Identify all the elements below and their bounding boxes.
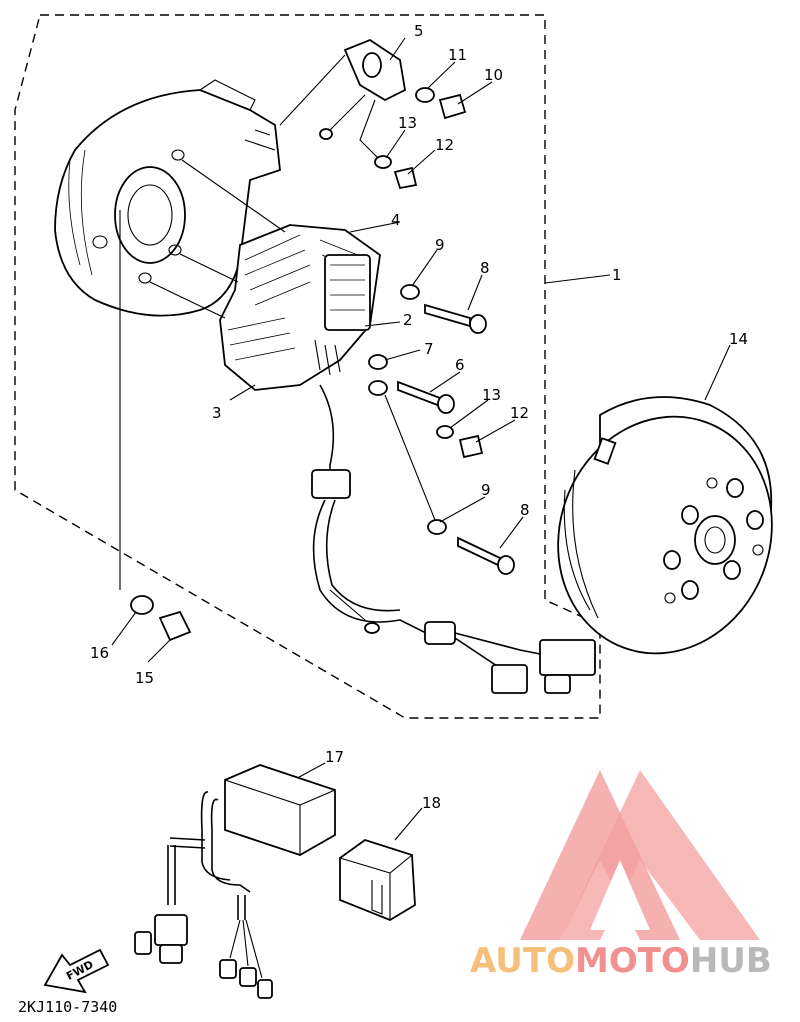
fasteners — [130, 87, 515, 642]
callout-12-lower: 12 — [510, 404, 529, 422]
callout-13-upper: 13 — [398, 114, 417, 132]
callout-8-lower: 8 — [520, 501, 530, 519]
callout-5: 5 — [414, 22, 424, 40]
watermark-auto: AUTO — [470, 941, 575, 981]
callout-1: 1 — [612, 266, 622, 284]
watermark-moto: MOTO — [575, 941, 690, 981]
cdi-unit — [134, 764, 336, 999]
rubber-holder — [339, 839, 416, 922]
diagram-code: 2KJ110-7340 — [18, 998, 117, 1016]
callout-7: 7 — [424, 340, 434, 358]
callout-16: 16 — [90, 644, 109, 662]
wiring-harness — [311, 384, 596, 694]
flywheel-rotor — [557, 396, 773, 655]
watermark-logo — [520, 770, 760, 940]
callout-2: 2 — [403, 311, 413, 329]
callout-17: 17 — [325, 748, 344, 766]
fwd-arrow: FWD — [43, 948, 110, 994]
callout-3: 3 — [212, 404, 222, 422]
callout-13-lower: 13 — [482, 386, 501, 404]
callout-14: 14 — [729, 330, 748, 348]
watermark-hub: HUB — [690, 941, 772, 981]
callout-8-upper: 8 — [480, 259, 490, 277]
callout-9-lower: 9 — [481, 481, 491, 499]
callout-6: 6 — [455, 356, 465, 374]
callout-12-upper: 12 — [435, 136, 454, 154]
stator-coil-assembly — [219, 224, 381, 391]
callout-11: 11 — [448, 46, 467, 64]
leader-lines — [111, 37, 731, 841]
callout-4: 4 — [391, 211, 401, 229]
callout-15: 15 — [135, 669, 154, 687]
callout-labels: 1 2 3 4 5 6 7 8 8 9 9 10 11 12 12 13 13 … — [90, 22, 748, 812]
callout-9-upper: 9 — [435, 236, 445, 254]
base-plate — [54, 79, 281, 317]
pickup-coil — [319, 38, 406, 161]
callout-10: 10 — [484, 66, 503, 84]
callout-18: 18 — [422, 794, 441, 812]
watermark-text: AUTOMOTOHUB — [470, 941, 772, 981]
